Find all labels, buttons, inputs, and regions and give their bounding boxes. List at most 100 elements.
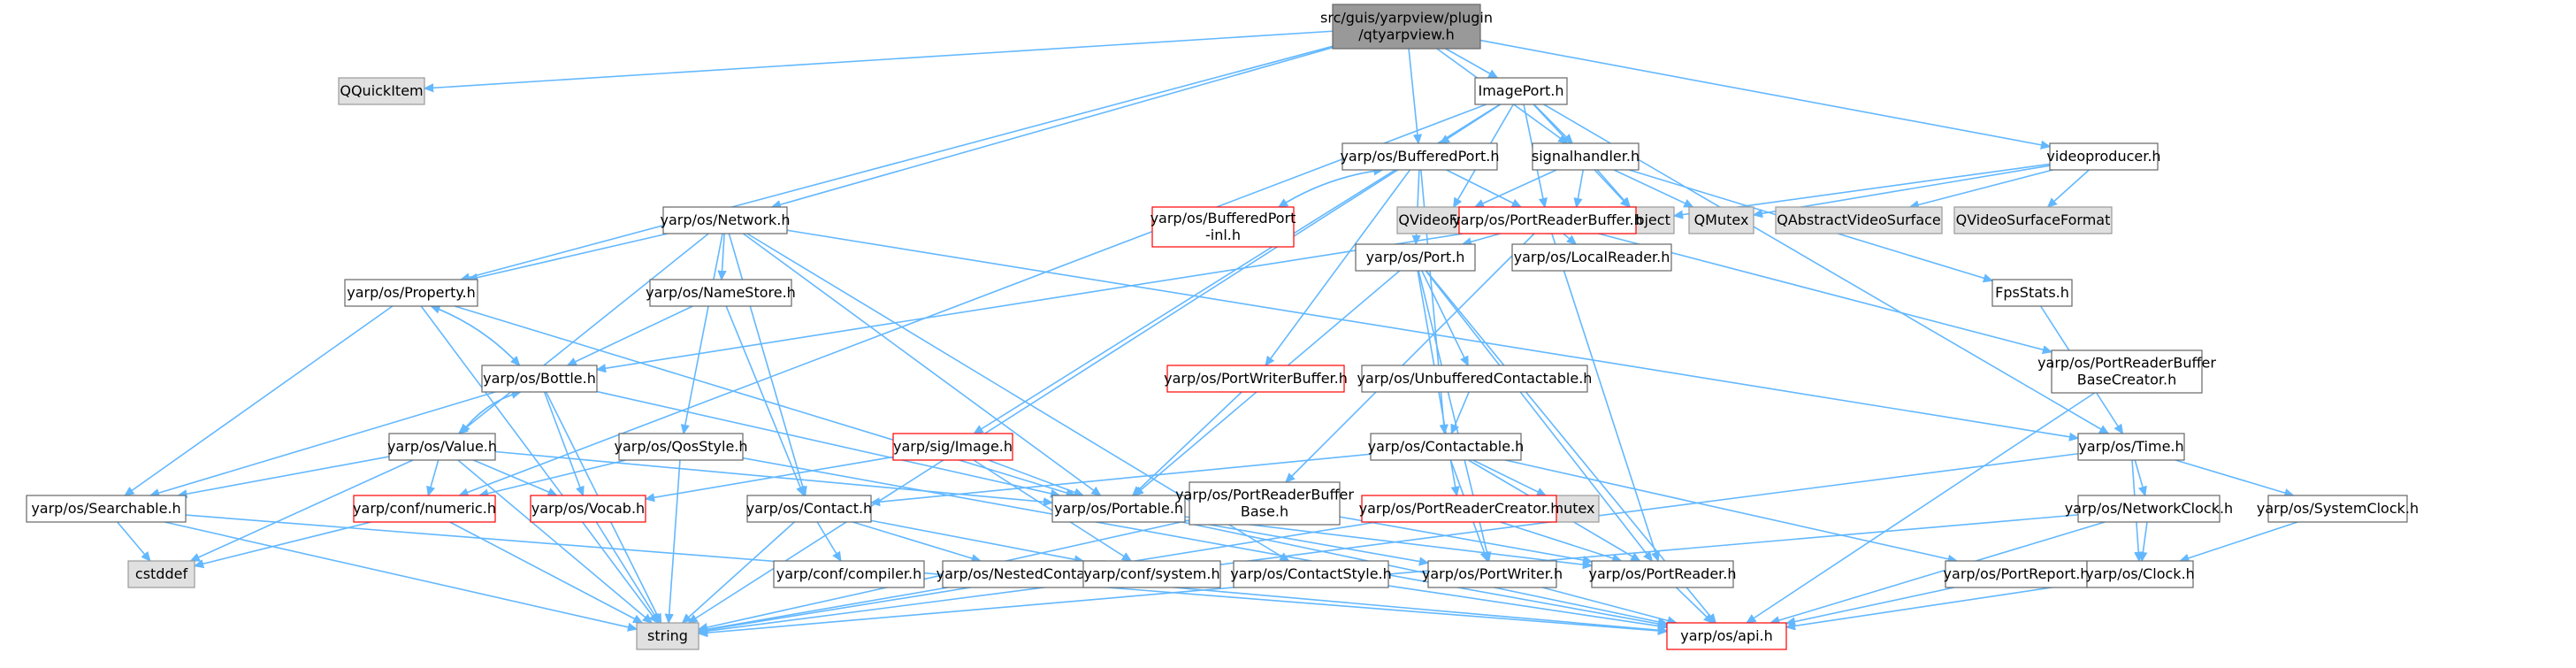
node-videoproducer[interactable]: videoproducer.h [2046,142,2161,171]
edge-unbuffcontactable-to-contactable [1451,391,1470,434]
edge-nestedcontact-to-api [1105,580,1667,631]
node-label-networkclock: yarp/os/NetworkClock.h [2065,500,2233,517]
node-label-prbcreator: BaseCreator.h [2077,372,2176,388]
node-box-compiler [773,560,925,588]
node-namestore[interactable]: yarp/os/NameStore.h [646,279,796,307]
node-network[interactable]: yarp/os/Network.h [661,206,791,234]
edge-videoproducer-to-qabstractvideosurface [1910,169,2053,207]
node-box-prbbase [1189,481,1341,526]
edge-port-to-portwriter [1418,270,1489,561]
node-layer: src/guis/yarpview/plugin/qtyarpview.hQQu… [26,4,2419,650]
edge-portreaderbuffer-to-port [1463,233,1501,244]
node-portable[interactable]: yarp/os/Portable.h [1051,495,1186,523]
node-port[interactable]: yarp/os/Port.h [1355,243,1476,272]
node-qvideosurfaceformat[interactable]: QVideoSurfaceFormat [1953,206,2113,234]
edge-network-to-time [786,229,2078,438]
edge-network-to-contact [728,233,805,495]
node-label-prbbase: yarp/os/PortReaderBuffer [1175,487,1354,503]
node-confsystem[interactable]: yarp/conf/system.h [1082,560,1221,588]
node-api[interactable]: yarp/os/api.h [1666,622,1787,650]
node-imageport[interactable]: ImagePort.h [1474,77,1568,105]
node-portreadercreator[interactable]: yarp/os/PortReaderCreator.h [1359,495,1560,523]
node-value[interactable]: yarp/os/Value.h [387,433,497,461]
node-box-bufferedport [1342,142,1498,171]
node-time[interactable]: yarp/os/Time.h [2077,433,2185,461]
edge-imageport-to-string [688,104,1501,623]
node-contactable[interactable]: yarp/os/Contactable.h [1368,433,1525,461]
node-localreader[interactable]: yarp/os/LocalReader.h [1511,243,1672,272]
edge-numeric-to-cstddef [195,521,371,566]
edge-networkclock-to-clock [2142,521,2148,561]
node-portwriter[interactable]: yarp/os/PortWriter.h [1422,560,1563,588]
node-box-signalhandler [1532,142,1640,171]
edge-signalhandler-to-qtimer [1577,169,1585,207]
node-fpsstats[interactable]: FpsStats.h [1991,279,2073,307]
node-box-systemclock [2267,495,2408,523]
node-bufferedportinl[interactable]: yarp/os/BufferedPort-inl.h [1150,206,1296,248]
edge-bufferedport-to-bufferedportinl [1279,169,1383,207]
node-portreport[interactable]: yarp/os/PortReport.h [1944,560,2090,588]
node-numeric[interactable]: yarp/conf/numeric.h [353,495,496,523]
edge-portreadercreator-to-portreader [1500,521,1622,561]
node-bottle[interactable]: yarp/os/Bottle.h [481,365,598,393]
node-networkclock[interactable]: yarp/os/NetworkClock.h [2065,495,2233,523]
node-label-port: yarp/os/Port.h [1366,249,1465,265]
node-nestedcontact[interactable]: yarp/os/NestedContact.h [936,560,1112,588]
node-contactstyle[interactable]: yarp/os/ContactStyle.h [1230,560,1392,588]
node-sigimage[interactable]: yarp/sig/Image.h [892,433,1013,461]
node-box-api [1666,622,1787,650]
node-label-bottle: yarp/os/Bottle.h [483,370,596,387]
node-portwriterbuffer[interactable]: yarp/os/PortWriterBuffer.h [1164,365,1348,393]
node-clock[interactable]: yarp/os/Clock.h [2085,560,2195,588]
node-systemclock[interactable]: yarp/os/SystemClock.h [2257,495,2419,523]
node-label-clock: yarp/os/Clock.h [2085,565,2195,582]
node-root[interactable]: src/guis/yarpview/plugin/qtyarpview.h [1320,4,1493,50]
node-label-qosstyle: yarp/os/QosStyle.h [614,438,747,455]
node-label-searchable: yarp/os/Searchable.h [31,500,180,517]
node-label-root: src/guis/yarpview/plugin [1320,10,1493,27]
edge-bufferedport-to-contactable [1420,169,1445,434]
edge-contactable-to-mutex [1472,459,1546,497]
node-box-confsystem [1082,560,1221,588]
edge-root-to-imageport [1445,48,1498,79]
node-searchable[interactable]: yarp/os/Searchable.h [26,495,187,523]
node-signalhandler[interactable]: signalhandler.h [1532,142,1640,171]
node-qmutex[interactable]: QMutex [1688,206,1754,234]
node-cstddef[interactable]: cstddef [127,560,195,588]
node-unbuffcontactable[interactable]: yarp/os/UnbufferedContactable.h [1357,365,1593,393]
edge-contact-to-string [683,521,795,623]
edge-value-to-cstddef [191,459,414,562]
node-label-nestedcontact: yarp/os/NestedContact.h [936,565,1112,582]
node-contact[interactable]: yarp/os/Contact.h [746,495,872,523]
node-box-nestedcontact [942,560,1106,588]
node-compiler[interactable]: yarp/conf/compiler.h [773,560,925,588]
node-box-network [662,206,788,234]
edge-qosstyle-to-string [669,459,681,623]
node-bufferedport[interactable]: yarp/os/BufferedPort.h [1340,142,1500,171]
node-property[interactable]: yarp/os/Property.h [344,279,478,307]
node-qabstractvideosurface[interactable]: QAbstractVideoSurface [1775,206,1943,234]
node-box-root [1332,4,1481,50]
node-label-namestore: yarp/os/NameStore.h [646,284,796,301]
node-box-portwriter [1427,560,1557,588]
node-string[interactable]: string [636,622,699,650]
node-vocab[interactable]: yarp/os/Vocab.h [530,495,646,523]
edge-namestore-to-contact [725,305,804,495]
node-box-contact [746,495,872,523]
edge-qosstyle-to-api [742,457,1667,626]
node-box-namestore [649,279,792,307]
edge-network-to-qosstyle [684,233,723,434]
edge-qosstyle-to-numeric [479,459,627,495]
node-portreaderbuffer[interactable]: yarp/os/PortReaderBuffer.h [1452,206,1643,234]
node-qosstyle[interactable]: yarp/os/QosStyle.h [614,433,748,461]
node-label-mutex: mutex [1549,500,1594,517]
edge-value-to-searchable [178,456,390,495]
node-qquickitem[interactable]: QQuickItem [338,77,425,105]
edge-signalhandler-to-qobject [1596,169,1630,207]
node-label-imageport: ImagePort.h [1478,82,1563,99]
node-label-value: yarp/os/Value.h [387,438,497,455]
node-portreader[interactable]: yarp/os/PortReader.h [1588,560,1737,588]
